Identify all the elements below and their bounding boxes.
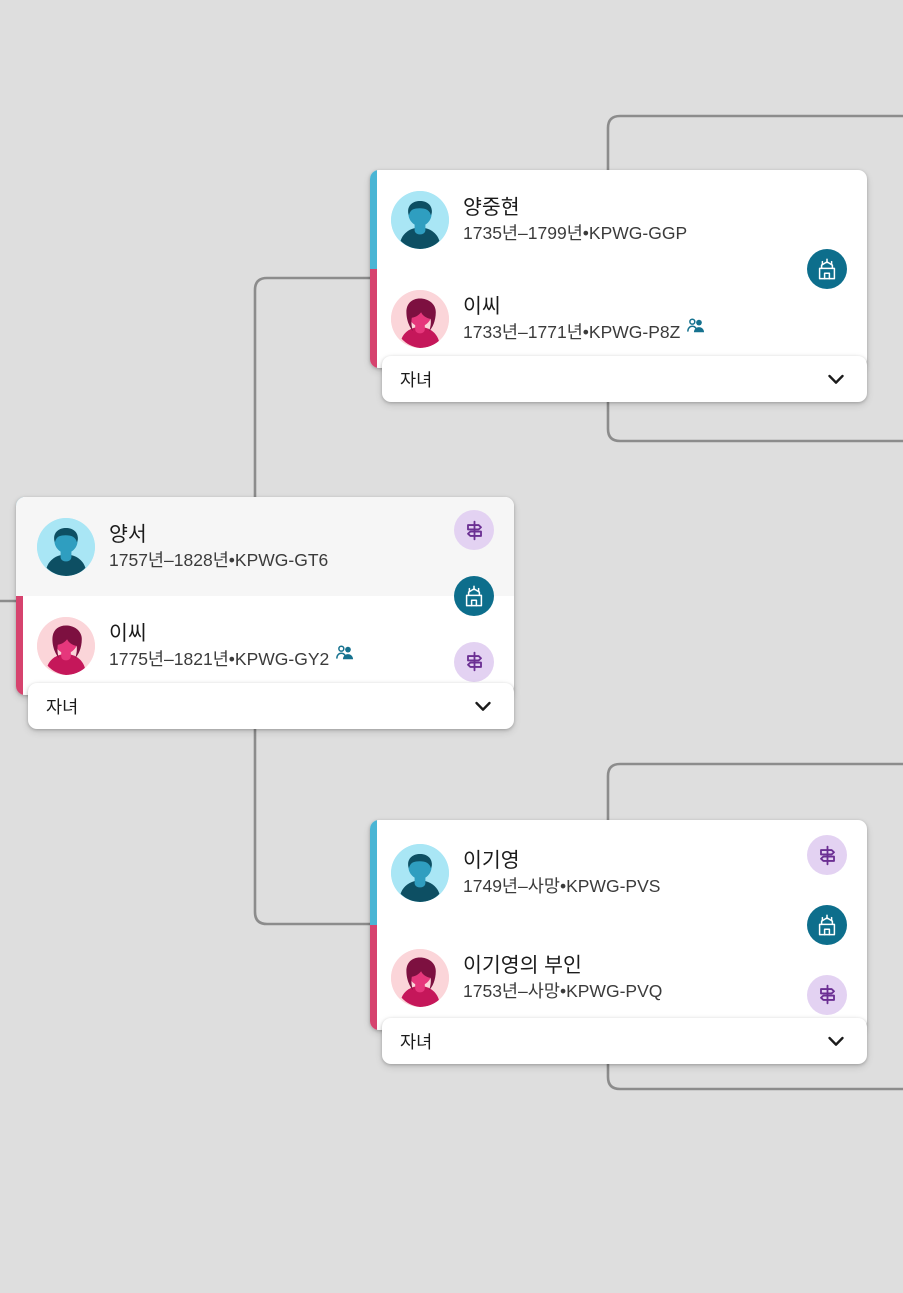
children-expand-bar[interactable]: 자녀 [28,683,514,729]
person-row-wife[interactable]: 이씨 1733년–1771년•KPWG-P8Z [370,269,867,368]
person-name: 이기영의 부인 [463,953,582,977]
person-info: 양서 1757년–1828년•KPWG-GT6 [109,522,328,572]
children-label: 자녀 [400,369,433,390]
male-accent-bar [370,170,377,269]
couple-icon[interactable] [335,643,354,662]
chevron-down-icon[interactable] [823,1028,849,1054]
record-hint-icon[interactable] [454,641,494,682]
couple-person-card[interactable]: 이기영 1749년–사망•KPWG-PVS [370,820,867,1030]
badge-rail [452,497,496,695]
person-dates-and-id: 1733년–1771년•KPWG-P8Z [463,321,681,342]
person-details: 1733년–1771년•KPWG-P8Z [463,318,705,344]
female-avatar-icon [37,616,95,675]
children-label: 자녀 [400,1031,433,1052]
male-avatar-icon [391,190,449,249]
temple-icon[interactable] [454,575,494,616]
badge-rail [805,170,849,368]
badge-placeholder [807,315,847,355]
person-details: 1749년–사망•KPWG-PVS [463,875,660,898]
badge-placeholder [807,183,847,223]
person-details: 1775년–1821년•KPWG-GY2 [109,645,354,671]
person-row-husband[interactable]: 양서 1757년–1828년•KPWG-GT6 [16,497,514,596]
record-hint-icon[interactable] [454,510,494,550]
chevron-down-icon[interactable] [823,366,849,392]
badge-slot-relationship [454,563,494,629]
male-avatar-icon [37,517,95,576]
couple-person-card[interactable]: 양서 1757년–1828년•KPWG-GT6 [16,497,514,695]
person-row-husband[interactable]: 이기영 1749년–사망•KPWG-PVS [370,820,867,925]
person-dates-and-id: 1753년–사망•KPWG-PVQ [463,980,663,1001]
person-info: 이기영의 부인 1753년–사망•KPWG-PVQ [463,953,662,1003]
person-row-husband[interactable]: 양중현 1735년–1799년•KPWG-GGP [370,170,867,269]
temple-icon[interactable] [807,904,847,945]
person-row-wife[interactable]: 이씨 1775년–1821년•KPWG-GY2 [16,596,514,695]
female-accent-bar [370,925,377,1030]
badge-slot-relationship [807,890,847,960]
record-hint-icon[interactable] [807,835,847,875]
children-expand-bar[interactable]: 자녀 [382,1018,867,1064]
person-dates-and-id: 1749년–사망•KPWG-PVS [463,875,661,896]
couple-icon[interactable] [686,316,705,335]
badge-slot-relationship [807,236,847,302]
person-name: 이기영 [463,848,520,872]
person-details: 1735년–1799년•KPWG-GGP [463,222,687,245]
badge-slot-husband [807,170,847,236]
person-info: 양중현 1735년–1799년•KPWG-GGP [463,195,687,245]
person-info: 이씨 1775년–1821년•KPWG-GY2 [109,621,354,671]
person-dates-and-id: 1775년–1821년•KPWG-GY2 [109,648,330,669]
badge-slot-husband [807,820,847,890]
female-accent-bar [370,269,377,368]
children-expand-bar[interactable]: 자녀 [382,356,867,402]
female-accent-bar [16,596,23,695]
person-info: 이기영 1749년–사망•KPWG-PVS [463,848,660,898]
badge-rail [805,820,849,1030]
badge-slot-wife [454,629,494,695]
male-avatar-icon [391,843,449,902]
badge-slot-husband [454,497,494,563]
person-details: 1753년–사망•KPWG-PVQ [463,980,662,1003]
couple-person-card[interactable]: 양중현 1735년–1799년•KPWG-GGP [370,170,867,368]
person-info: 이씨 1733년–1771년•KPWG-P8Z [463,294,705,344]
person-row-wife[interactable]: 이기영의 부인 1753년–사망•KPWG-PVQ [370,925,867,1030]
female-avatar-icon [391,289,449,348]
person-dates-and-id: 1757년–1828년•KPWG-GT6 [109,549,329,570]
person-name: 이씨 [109,621,147,645]
couple-card-center[interactable]: 양서 1757년–1828년•KPWG-GT6 [16,497,514,729]
person-name: 이씨 [463,294,501,318]
person-name: 양중현 [463,195,520,219]
couple-card-bottom[interactable]: 이기영 1749년–사망•KPWG-PVS [370,820,867,1064]
person-dates-and-id: 1735년–1799년•KPWG-GGP [463,222,688,243]
temple-icon[interactable] [807,248,847,289]
couple-card-top[interactable]: 양중현 1735년–1799년•KPWG-GGP [370,170,867,402]
person-details: 1757년–1828년•KPWG-GT6 [109,549,328,572]
chevron-down-icon[interactable] [470,693,496,719]
male-accent-bar [370,820,377,925]
record-hint-icon[interactable] [807,974,847,1015]
female-avatar-icon [391,948,449,1007]
children-label: 자녀 [46,696,79,717]
person-name: 양서 [109,522,147,546]
